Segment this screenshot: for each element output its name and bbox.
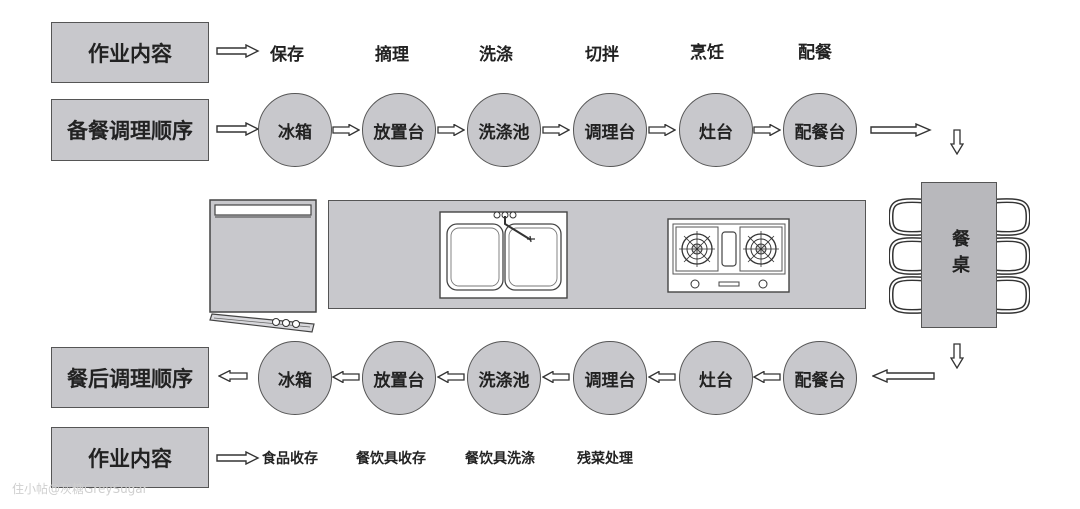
work-content-box-top: 作业内容 [51, 22, 209, 83]
post-step-placement-label: 放置台 [373, 370, 425, 391]
pre-step-sink: 洗涤池 [467, 93, 541, 167]
pre-step-stove-label: 灶台 [699, 122, 733, 143]
dining-table-label: 餐桌 [949, 229, 970, 281]
post-step-prep-counter: 调理台 [573, 341, 647, 415]
pre-step-prep-label: 调理台 [584, 122, 636, 143]
post-step-placement-counter: 放置台 [362, 341, 436, 415]
arrow-right-icon [216, 122, 260, 136]
work-content-box-bottom: 作业内容 [51, 427, 209, 488]
arrow-right-icon [216, 451, 260, 465]
work-content-label-bottom: 作业内容 [88, 446, 172, 471]
pre-step-prep-counter: 调理台 [573, 93, 647, 167]
task-cut: 切拌 [585, 45, 619, 65]
post-step-sink-label: 洗涤池 [478, 370, 530, 391]
post-step-stove: 灶台 [679, 341, 753, 415]
pre-step-fridge: 冰箱 [258, 93, 332, 167]
fridge-drawing [209, 199, 317, 333]
arrow-right-icon [216, 44, 260, 58]
arrow-down-icon [950, 343, 964, 369]
chair-icon [889, 198, 924, 314]
post-meal-order-box: 餐后调理顺序 [51, 347, 209, 408]
arrow-left-icon [218, 370, 248, 382]
post-step-serving-counter: 配餐台 [783, 341, 857, 415]
post-step-prep-label: 调理台 [584, 370, 636, 391]
gas-stove-drawing [667, 218, 790, 293]
arrow-left-icon [542, 371, 570, 383]
post-step-fridge-label: 冰箱 [278, 370, 312, 391]
arrow-left-icon [648, 371, 676, 383]
chair-icon [995, 198, 1030, 314]
arrow-left-icon [332, 371, 360, 383]
task-wash: 洗涤 [479, 45, 513, 65]
task-cook: 烹饪 [690, 43, 724, 63]
watermark: 住小帖@灰糖GreySugar [12, 482, 148, 496]
task-pick: 摘理 [375, 45, 409, 65]
post-step-stove-label: 灶台 [699, 370, 733, 391]
arrow-right-icon [753, 124, 781, 136]
task-serve: 配餐 [798, 43, 832, 63]
arrow-left-icon [753, 371, 781, 383]
task-tableware-storage: 餐饮具收存 [356, 451, 426, 467]
dining-table: 餐桌 [921, 182, 997, 328]
pre-step-placement-counter: 放置台 [362, 93, 436, 167]
pre-step-sink-label: 洗涤池 [478, 122, 530, 143]
pre-meal-order-box: 备餐调理顺序 [51, 99, 209, 161]
arrow-right-icon [542, 124, 570, 136]
post-meal-order-label: 餐后调理顺序 [67, 366, 193, 391]
pre-step-serving-label: 配餐台 [794, 122, 846, 143]
double-sink-drawing [439, 211, 568, 299]
task-tableware-washing: 餐饮具洗涤 [465, 451, 535, 467]
arrow-right-icon [870, 123, 932, 137]
post-step-serving-label: 配餐台 [794, 370, 846, 391]
task-leftover-disposal: 残菜处理 [577, 451, 633, 467]
arrow-left-icon [872, 369, 935, 383]
arrow-down-icon [950, 129, 964, 155]
arrow-right-icon [332, 124, 360, 136]
pre-step-placement-label: 放置台 [373, 122, 425, 143]
pre-step-fridge-label: 冰箱 [278, 122, 312, 143]
post-step-sink: 洗涤池 [467, 341, 541, 415]
task-food-storage: 食品收存 [262, 451, 318, 467]
arrow-right-icon [437, 124, 465, 136]
post-step-fridge: 冰箱 [258, 341, 332, 415]
task-store: 保存 [270, 45, 304, 65]
pre-step-serving-counter: 配餐台 [783, 93, 857, 167]
pre-meal-order-label: 备餐调理顺序 [67, 119, 193, 143]
arrow-left-icon [437, 371, 465, 383]
arrow-right-icon [648, 124, 676, 136]
work-content-label-top: 作业内容 [88, 41, 172, 66]
pre-step-stove: 灶台 [679, 93, 753, 167]
